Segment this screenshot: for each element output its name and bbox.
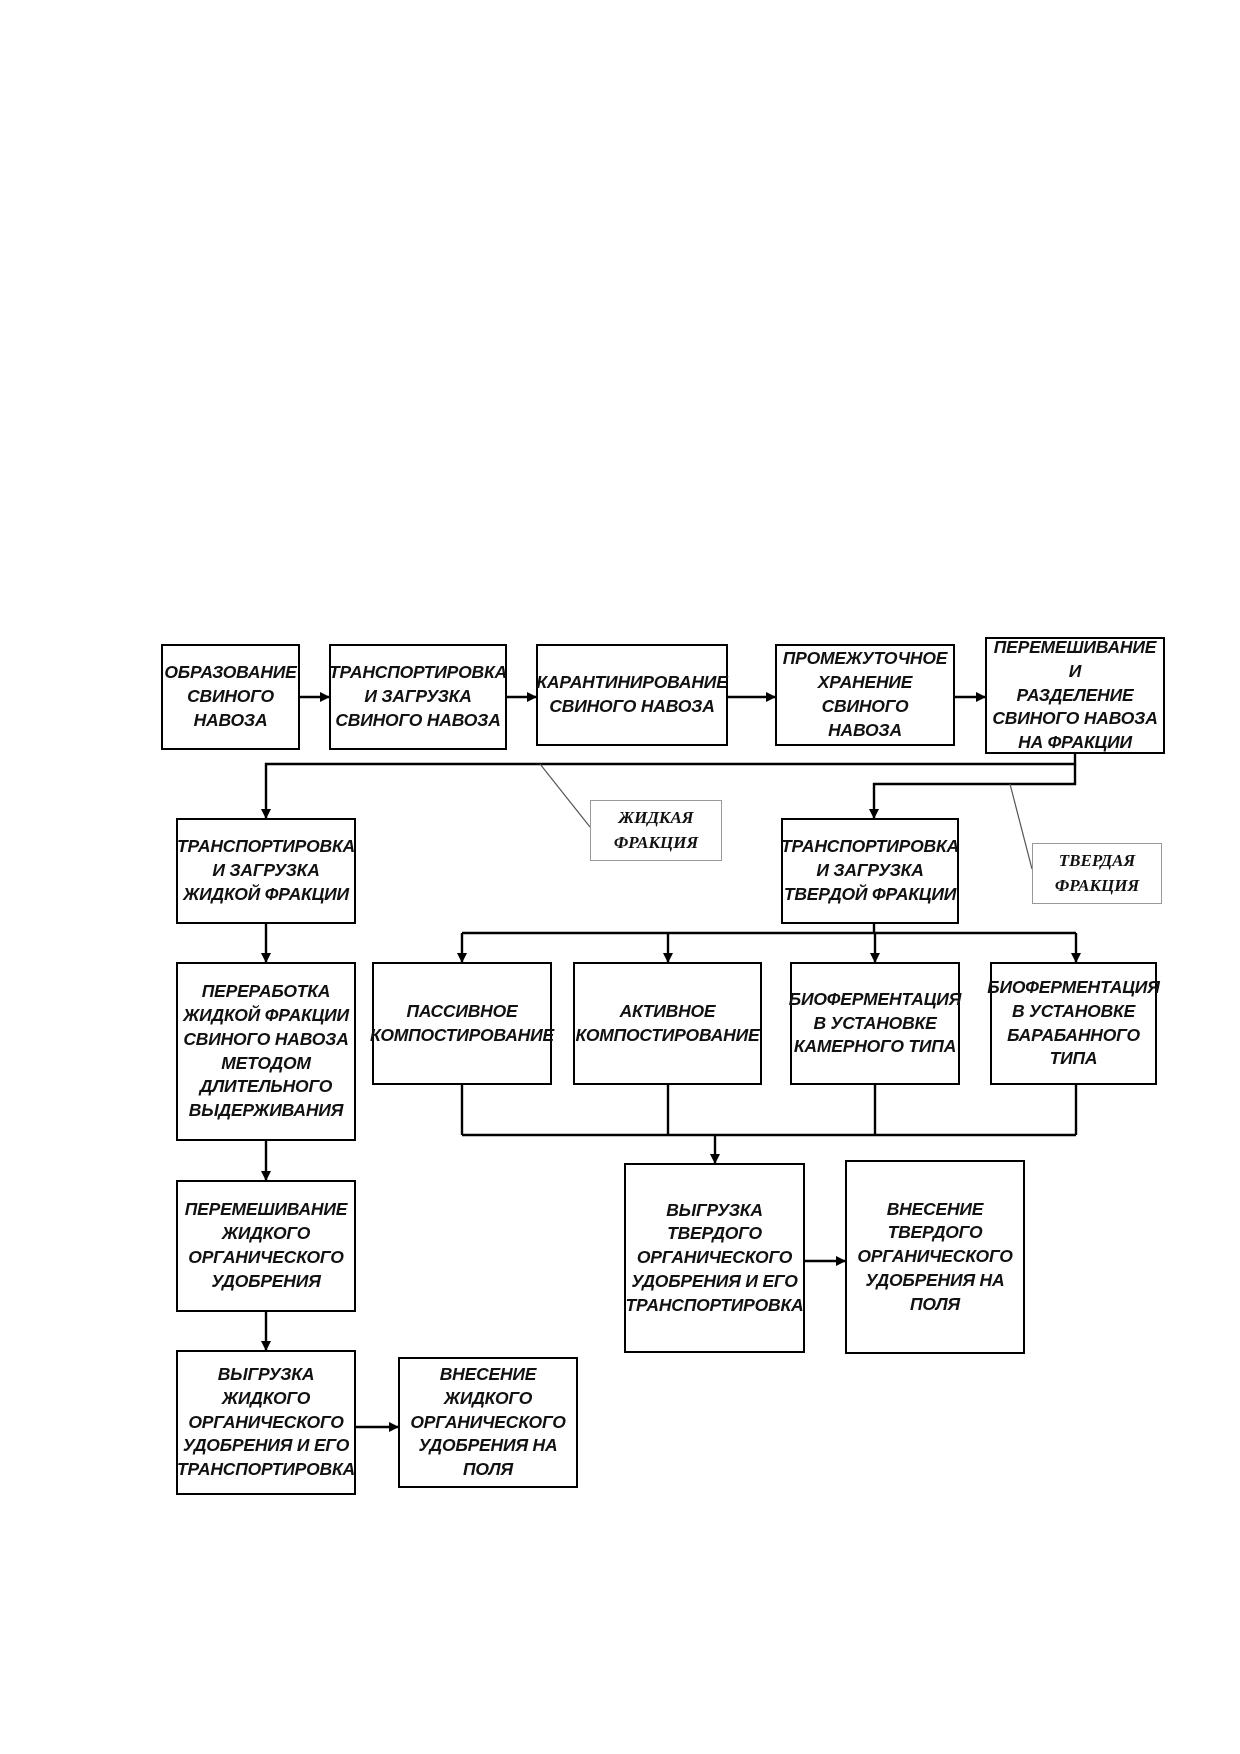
node-liquid-processing-label: ПЕРЕРАБОТКА ЖИДКОЙ ФРАКЦИИ СВИНОГО НАВОЗ… (183, 981, 349, 1121)
node-quarantine-label: КАРАНТИНИРОВАНИЕ СВИНОГО НАВОЗА (536, 672, 728, 716)
arrow-to-solid-fraction (869, 764, 1077, 819)
callout-liquid-fraction-label: ЖИДКАЯ ФРАКЦИЯ (613, 807, 699, 852)
node-biofermentation-drum-label: БИОФЕРМЕНТАЦИЯ В УСТАНОВКЕ БАРАБАННОГО Т… (987, 976, 1160, 1069)
node-intermediate-storage: ПРОМЕЖУТОЧНОЕ ХРАНЕНИЕ СВИНОГО НАВОЗА (775, 644, 955, 746)
node-intermediate-storage-label: ПРОМЕЖУТОЧНОЕ ХРАНЕНИЕ СВИНОГО НАВОЗА (782, 648, 948, 740)
node-transport-load-label: ТРАНСПОРТИРОВКА И ЗАГРУЗКА СВИНОГО НАВОЗ… (329, 662, 507, 730)
node-liquid-processing: ПЕРЕРАБОТКА ЖИДКОЙ ФРАКЦИИ СВИНОГО НАВОЗ… (176, 962, 356, 1141)
node-passive-composting-label: ПАССИВНОЕ КОМПОСТИРОВАНИЕ (370, 1000, 554, 1045)
node-solid-transport-label: ТРАНСПОРТИРОВКА И ЗАГРУЗКА ТВЕРДОЙ ФРАКЦ… (781, 836, 959, 904)
callout-liquid-fraction: ЖИДКАЯ ФРАКЦИЯ (590, 800, 722, 861)
arrow-to-liquid-fraction (261, 754, 1077, 819)
node-liquid-application: ВНЕСЕНИЕ ЖИДКОГО ОРГАНИЧЕСКОГО УДОБРЕНИЯ… (398, 1357, 578, 1488)
node-transport-load: ТРАНСПОРТИРОВКА И ЗАГРУЗКА СВИНОГО НАВОЗ… (329, 644, 507, 750)
node-liquid-unloading-label: ВЫГРУЗКА ЖИДКОГО ОРГАНИЧЕСКОГО УДОБРЕНИЯ… (177, 1364, 355, 1480)
node-solid-application: ВНЕСЕНИЕ ТВЕРДОГО ОРГАНИЧЕСКОГО УДОБРЕНИ… (845, 1160, 1025, 1354)
callout-solid-fraction: ТВЕРДАЯ ФРАКЦИЯ (1032, 843, 1162, 904)
node-biofermentation-drum: БИОФЕРМЕНТАЦИЯ В УСТАНОВКЕ БАРАБАННОГО Т… (987, 962, 1160, 1085)
node-formation-label: ОБРАЗОВАНИЕ СВИНОГО НАВОЗА (164, 662, 297, 730)
node-liquid-transport-label: ТРАНСПОРТИРОВКА И ЗАГРУЗКА ЖИДКОЙ ФРАКЦИ… (177, 836, 355, 904)
node-solid-application-label: ВНЕСЕНИЕ ТВЕРДОГО ОРГАНИЧЕСКОГО УДОБРЕНИ… (857, 1198, 1013, 1314)
node-liquid-application-label: ВНЕСЕНИЕ ЖИДКОГО ОРГАНИЧЕСКОГО УДОБРЕНИЯ… (410, 1364, 566, 1480)
node-solid-unloading: ВЫГРУЗКА ТВЕРДОГО ОРГАНИЧЕСКОГО УДОБРЕНИ… (624, 1163, 805, 1353)
node-solid-transport: ТРАНСПОРТИРОВКА И ЗАГРУЗКА ТВЕРДОЙ ФРАКЦ… (781, 818, 959, 924)
node-liquid-transport: ТРАНСПОРТИРОВКА И ЗАГРУЗКА ЖИДКОЙ ФРАКЦИ… (176, 818, 356, 924)
node-mixing-separation-label: ПЕРЕМЕШИВАНИЕ И РАЗДЕЛЕНИЕ СВИНОГО НАВОЗ… (992, 637, 1158, 753)
node-biofermentation-chamber: БИОФЕРМЕНТАЦИЯ В УСТАНОВКЕ КАМЕРНОГО ТИП… (788, 962, 962, 1085)
node-liquid-unloading: ВЫГРУЗКА ЖИДКОГО ОРГАНИЧЕСКОГО УДОБРЕНИЯ… (176, 1350, 356, 1495)
leader-solid-fraction (1009, 783, 1033, 870)
node-liquid-mixing-label: ПЕРЕМЕШИВАНИЕ ЖИДКОГО ОРГАНИЧЕСКОГО УДОБ… (184, 1199, 348, 1291)
node-active-composting: АКТИВНОЕ КОМПОСТИРОВАНИЕ (573, 962, 762, 1085)
node-quarantine: КАРАНТИНИРОВАНИЕ СВИНОГО НАВОЗА (536, 644, 728, 746)
callout-solid-fraction-label: ТВЕРДАЯ ФРАКЦИЯ (1054, 850, 1140, 895)
node-liquid-mixing: ПЕРЕМЕШИВАНИЕ ЖИДКОГО ОРГАНИЧЕСКОГО УДОБ… (176, 1180, 356, 1312)
node-mixing-separation: ПЕРЕМЕШИВАНИЕ И РАЗДЕЛЕНИЕ СВИНОГО НАВОЗ… (985, 637, 1165, 754)
leader-liquid-fraction (539, 763, 591, 828)
node-biofermentation-chamber-label: БИОФЕРМЕНТАЦИЯ В УСТАНОВКЕ КАМЕРНОГО ТИП… (788, 988, 962, 1057)
node-passive-composting: ПАССИВНОЕ КОМПОСТИРОВАНИЕ (370, 962, 554, 1085)
node-solid-unloading-label: ВЫГРУЗКА ТВЕРДОГО ОРГАНИЧЕСКОГО УДОБРЕНИ… (625, 1199, 804, 1315)
node-formation: ОБРАЗОВАНИЕ СВИНОГО НАВОЗА (161, 644, 300, 750)
node-active-composting-label: АКТИВНОЕ КОМПОСТИРОВАНИЕ (575, 1000, 760, 1045)
